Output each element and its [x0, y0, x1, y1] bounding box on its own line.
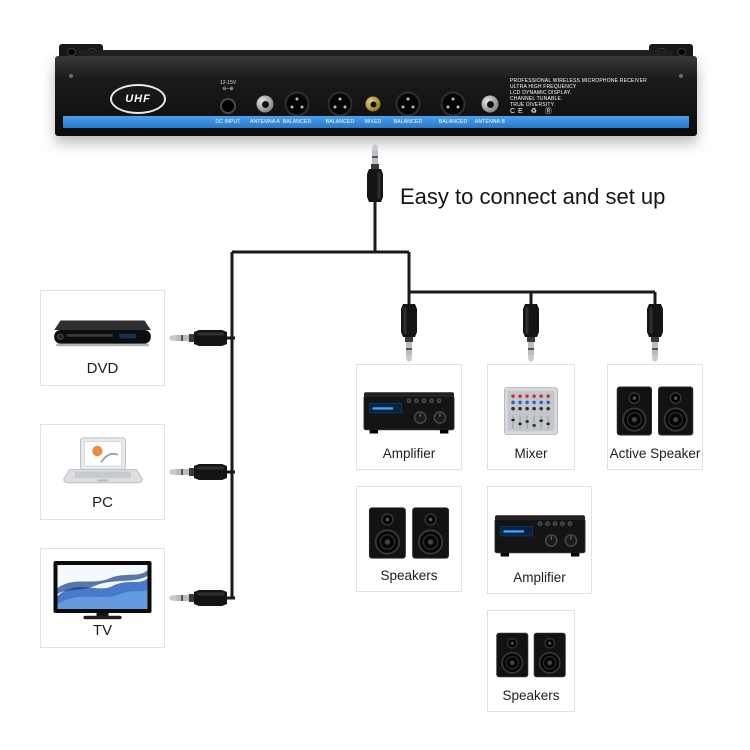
antenna-a-connector	[256, 95, 274, 113]
active-speaker-image	[612, 375, 698, 446]
screw	[679, 74, 683, 78]
port-label: BALANCED	[282, 119, 312, 125]
tv-jack-plug	[165, 585, 235, 611]
port-label: BALANCED	[438, 119, 468, 125]
device-card-tv: TV	[40, 548, 165, 648]
device-card-mixer: Mixer	[487, 364, 575, 470]
port-label: ANTENNA A	[250, 119, 280, 125]
xlr-balanced-output-1	[284, 91, 310, 117]
dc-input-jack	[220, 98, 236, 114]
amplifier-jack-plug	[396, 296, 422, 366]
page-title: Easy to connect and set up	[400, 184, 666, 209]
device-label: Mixer	[514, 446, 548, 461]
device-label: Speakers	[380, 568, 438, 583]
port-label: MIXED	[364, 119, 382, 125]
speakers-image	[492, 621, 570, 688]
device-label: DVD	[86, 360, 119, 377]
wireless-receiver-unit: UHF 12-15V ⊖–⊕ PROFESSIONAL WIR	[55, 44, 697, 136]
amplifier-image	[361, 375, 457, 446]
antenna-b-connector	[481, 95, 499, 113]
screw-hole	[677, 48, 686, 56]
dvd-jack-plug	[165, 325, 235, 351]
mixed-output-jack	[365, 96, 381, 112]
device-card-dvd: DVD	[40, 290, 165, 386]
device-card-speakers-1: Speakers	[356, 486, 462, 592]
device-label: PC	[92, 494, 113, 511]
device-label: Speakers	[502, 688, 560, 703]
xlr-balanced-output-3	[395, 91, 421, 117]
port-label: BALANCED	[325, 119, 355, 125]
receiver-top-edge	[79, 50, 673, 58]
amplifier-image	[492, 497, 587, 570]
blue-stripe	[63, 116, 689, 128]
speakers-image	[361, 497, 457, 568]
spec-text-block: PROFESSIONAL WIRELESS MICROPHONE RECEIVE…	[510, 78, 647, 108]
laptop-image	[45, 435, 160, 494]
certification-icons: CE ♻ Ⓡ	[510, 108, 555, 115]
device-label: Active Speaker	[609, 446, 701, 461]
uhf-logo: UHF	[110, 84, 166, 114]
device-label: Amplifier	[513, 570, 566, 585]
xlr-balanced-output-4	[440, 91, 466, 117]
device-card-pc: PC	[40, 424, 165, 520]
device-label: TV	[92, 622, 113, 639]
device-card-speakers-2: Speakers	[487, 610, 575, 712]
tv-image	[45, 559, 160, 622]
main-jack-plug	[362, 140, 388, 210]
mixer-jack-plug	[518, 296, 544, 366]
port-label: ANTENNA B	[474, 119, 506, 125]
device-card-amplifier-2: Amplifier	[487, 486, 592, 594]
dc-voltage-label: 12-15V ⊖–⊕	[219, 80, 237, 92]
port-label: DC INPUT	[215, 119, 241, 125]
port-label: BALANCED	[393, 119, 423, 125]
receiver-rear-panel: UHF 12-15V ⊖–⊕ PROFESSIONAL WIR	[55, 56, 697, 136]
device-card-active-speaker: Active Speaker	[607, 364, 703, 470]
device-label: Amplifier	[382, 446, 436, 461]
dvd-player-image	[45, 301, 160, 360]
xlr-balanced-output-2	[327, 91, 353, 117]
pc-jack-plug	[165, 459, 235, 485]
device-card-amplifier-1: Amplifier	[356, 364, 462, 470]
screw-hole	[67, 48, 76, 56]
mixer-image	[492, 375, 570, 446]
active-speaker-jack-plug	[642, 296, 668, 366]
screw	[69, 74, 73, 78]
